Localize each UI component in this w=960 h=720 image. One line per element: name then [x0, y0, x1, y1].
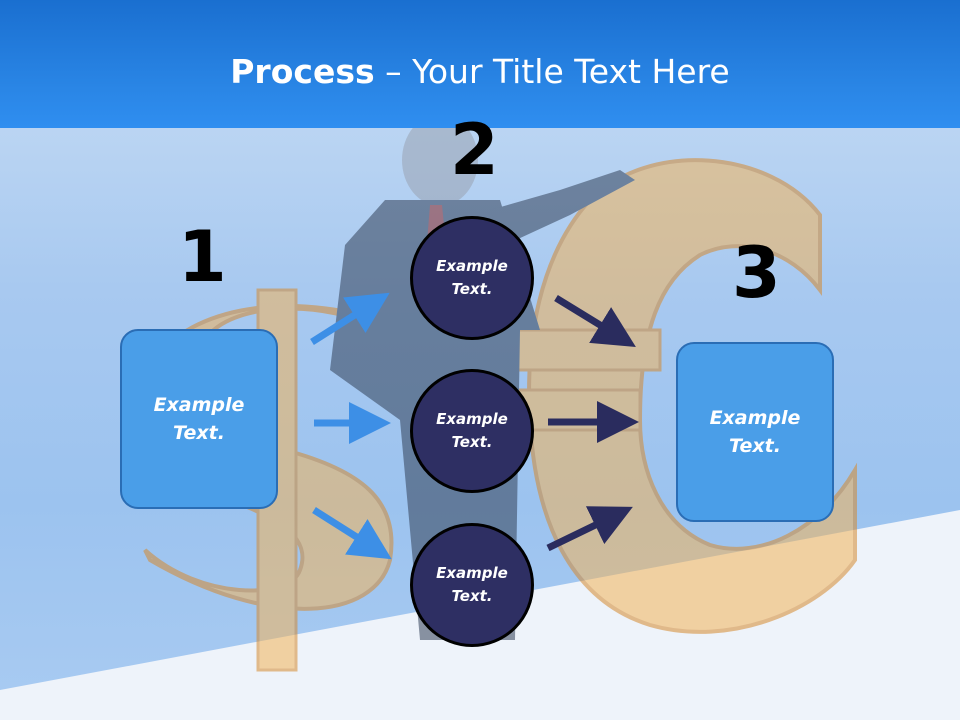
right-text-box-label: Example Text. — [709, 406, 801, 458]
arrow-bottom-circle-to-box — [546, 506, 633, 552]
bottom-circle: Example Text. — [410, 523, 534, 647]
arrow-box-to-bottom-circle — [312, 507, 392, 560]
arrow-box-to-top-circle — [310, 292, 390, 345]
arrow-top-circle-to-box — [554, 295, 636, 347]
header-bar — [0, 0, 960, 128]
left-text-box-label: Example Text. — [153, 393, 245, 445]
right-text-box: Example Text. — [676, 342, 834, 522]
slide-title: Process – Your Title Text Here — [0, 52, 960, 91]
step-number-1: 1 — [178, 216, 227, 298]
top-circle-label: Example Text. — [436, 256, 508, 298]
middle-circle-label: Example Text. — [436, 409, 508, 451]
bottom-circle-label: Example Text. — [436, 563, 508, 605]
step-number-2: 2 — [450, 109, 499, 191]
top-circle: Example Text. — [410, 216, 534, 340]
left-text-box: Example Text. — [120, 329, 278, 509]
title-rest: – Your Title Text Here — [374, 52, 730, 91]
step-number-3: 3 — [732, 232, 781, 314]
middle-circle: Example Text. — [410, 369, 534, 493]
title-bold: Process — [230, 52, 375, 91]
